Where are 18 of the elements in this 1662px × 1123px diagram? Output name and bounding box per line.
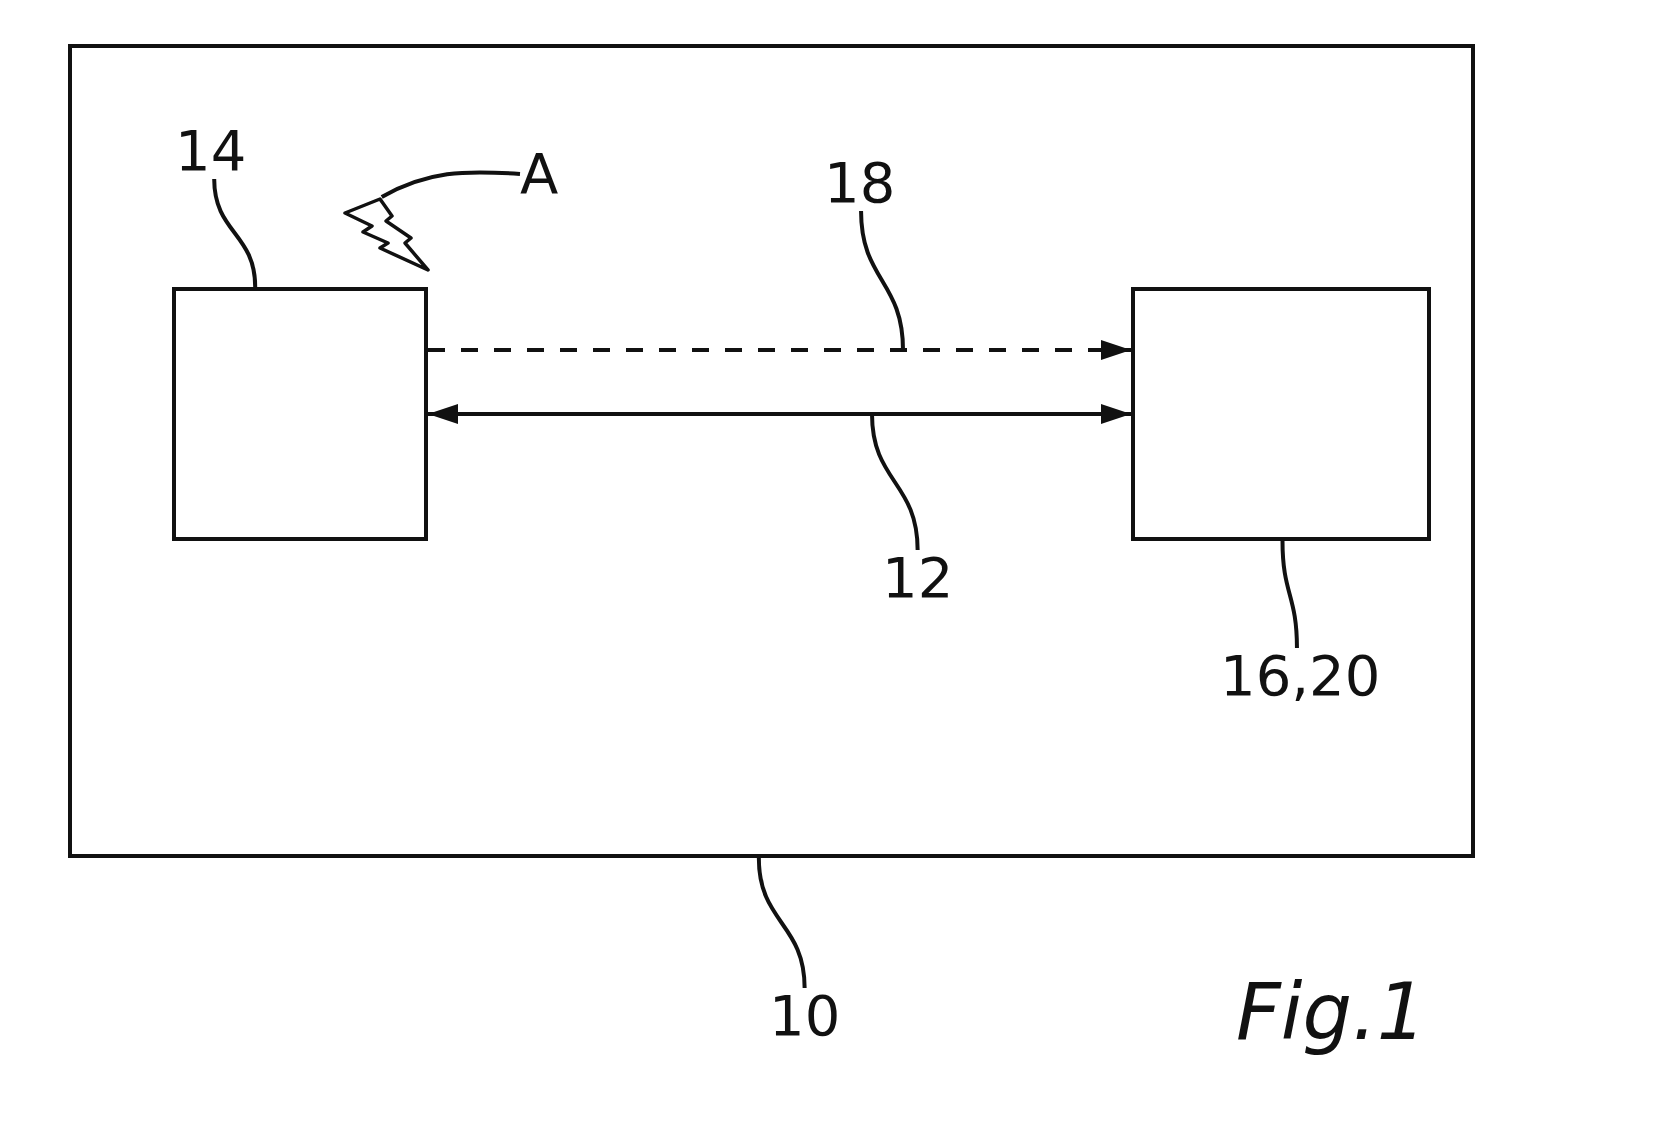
leader-line xyxy=(859,210,905,351)
leader-line xyxy=(212,178,258,288)
leader-line xyxy=(380,170,521,199)
double-arrow xyxy=(428,404,1131,424)
callout-number: 16,20 xyxy=(1220,648,1381,704)
leader-line xyxy=(756,857,807,989)
callout-number: 14 xyxy=(175,123,247,179)
outer-frame-box xyxy=(68,44,1475,858)
callout-number: 12 xyxy=(882,550,954,606)
callout-number: 18 xyxy=(824,155,896,211)
leader-line xyxy=(870,413,920,551)
callout-number: 10 xyxy=(769,988,841,1044)
block-box xyxy=(172,287,428,541)
leader-line xyxy=(1280,540,1299,649)
lightning-bolt-icon xyxy=(343,197,431,273)
block-box xyxy=(1131,287,1431,541)
dashed-arrow xyxy=(428,340,1131,360)
callout-number: A xyxy=(520,146,559,202)
